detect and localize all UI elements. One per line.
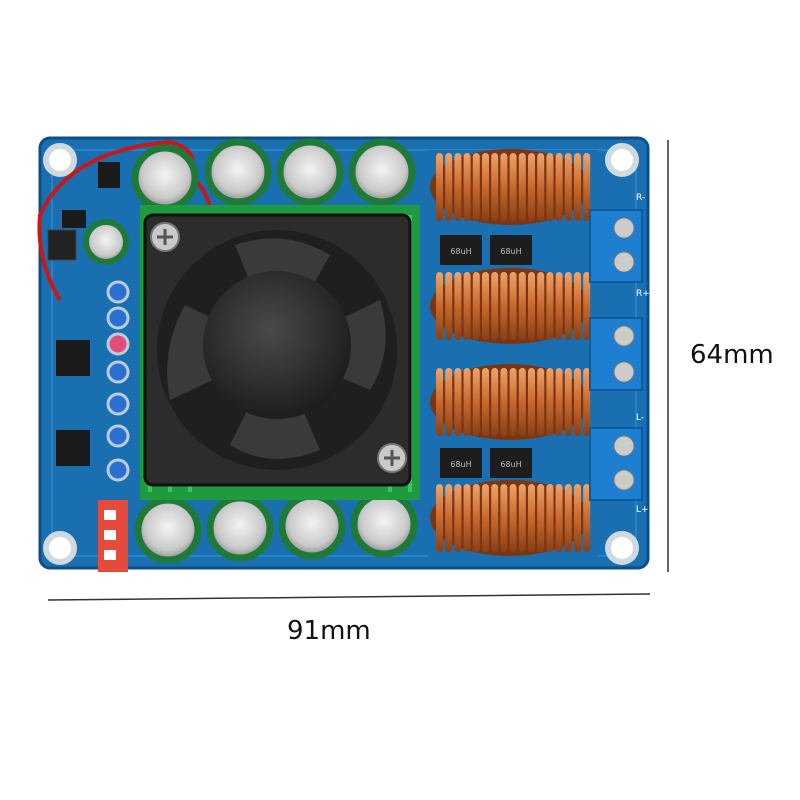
fan-hub (203, 271, 351, 419)
inductor-mark: 68uH (500, 247, 521, 256)
inductor-coils (430, 149, 591, 556)
terminal-label: L+ (636, 505, 649, 515)
width-dimension-label: 91mm (287, 616, 371, 646)
width-dimension-line (47, 593, 651, 601)
power-wire (37, 139, 195, 302)
inductor-coil (430, 480, 591, 556)
mounting-holes (43, 143, 639, 565)
speaker-terminals (589, 209, 643, 501)
terminal-label: R- (636, 193, 645, 203)
top-capacitors (131, 138, 416, 212)
height-dimension-label: 64mm (690, 340, 774, 370)
input-connector (98, 500, 128, 572)
terminal-label: L- (636, 413, 644, 423)
inductor-coil (430, 149, 591, 225)
inductor-coil (430, 268, 591, 344)
terminal-label: R+ (636, 289, 650, 299)
inductor-mark: 68uH (450, 247, 471, 256)
inductor-mark: 68uH (500, 460, 521, 469)
inductor-mark: 68uH (450, 460, 471, 469)
inductor-coil (430, 364, 591, 440)
small-capacitors (83, 219, 130, 482)
smd-inductors (440, 235, 532, 478)
cooling-fan (143, 213, 412, 487)
ic-chips (47, 162, 120, 466)
